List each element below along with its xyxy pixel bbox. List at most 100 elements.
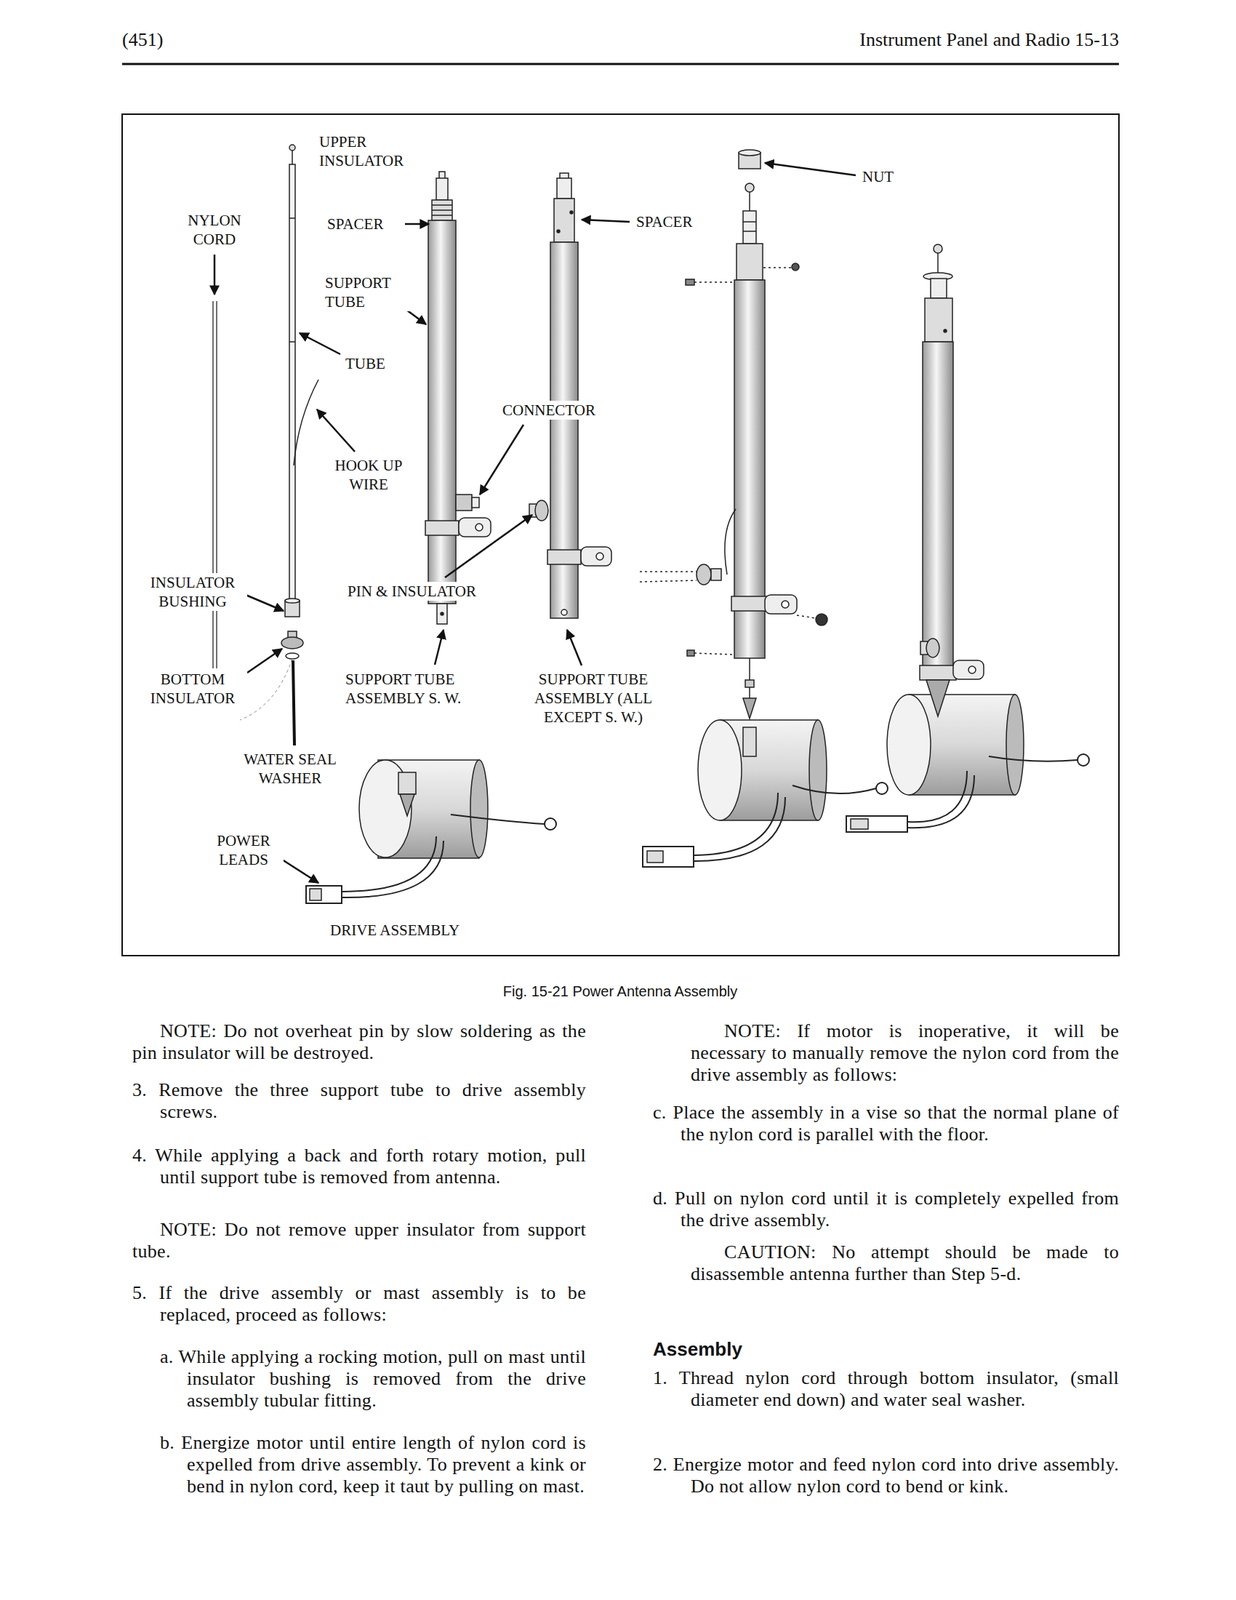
part-label: PIN & INSULATOR — [345, 581, 513, 601]
mast — [281, 636, 304, 649]
drive-assembly — [398, 772, 416, 794]
leader-line — [401, 223, 429, 226]
part-label: INSULATOR BUSHING — [138, 572, 248, 611]
drive-assembly — [399, 793, 415, 816]
part-label: NUT — [860, 167, 919, 187]
part-label: SPACER — [324, 214, 405, 234]
mast — [285, 652, 299, 659]
leader-line — [214, 162, 856, 883]
support-tube-sw — [431, 214, 453, 216]
support-tube — [556, 229, 560, 233]
leader-line — [247, 648, 283, 673]
step-text: 1. Thread nylon cord through bottom insu… — [652, 1366, 1119, 1411]
antenna-exploded — [687, 649, 695, 656]
drive-assembly — [341, 836, 437, 892]
support-tube-sw — [425, 171, 491, 624]
antenna-assembled — [1006, 694, 1024, 795]
part-label: SUPPORT TUBE — [322, 273, 418, 312]
support-tube-sw — [440, 612, 444, 616]
antenna-exploded — [711, 568, 722, 581]
antenna-exploded — [743, 221, 757, 223]
support-tube-sw — [425, 520, 459, 536]
antenna-exploded — [791, 263, 800, 271]
antenna-exploded — [697, 719, 742, 821]
leader-line — [444, 514, 533, 578]
antenna-exploded — [724, 508, 736, 575]
support-tube — [535, 500, 549, 521]
support-tube — [570, 210, 573, 214]
mast — [293, 379, 319, 466]
part-label: NYLON CORD — [170, 210, 259, 249]
drive-assembly — [309, 888, 322, 901]
support-tube — [529, 173, 612, 618]
support-tube-sw — [428, 220, 456, 604]
support-tube — [554, 198, 575, 243]
support-tube — [561, 609, 568, 616]
nylon-cord — [212, 301, 214, 669]
part-label: SUPPORT TUBE ASSEMBLY S. W. — [343, 669, 485, 708]
antenna-exploded — [745, 679, 754, 688]
part-label: CONNECTOR — [500, 400, 624, 420]
antenna-assembled — [930, 278, 947, 299]
mast — [289, 217, 296, 219]
part-label: SPACER — [633, 212, 714, 232]
figure-caption: Fig. 15-21 Power Antenna Assembly — [402, 981, 839, 1001]
antenna-assembled — [850, 818, 869, 829]
part-label: POWER LEADS — [203, 831, 284, 869]
figure-frame — [122, 114, 1119, 956]
antenna-exploded — [736, 243, 763, 280]
leader-line — [581, 219, 630, 222]
antenna-exploded — [796, 615, 816, 618]
support-tube-sw — [471, 497, 480, 508]
antenna-exploded — [639, 580, 697, 582]
substep-text: b. Energize motor until entire length of… — [159, 1431, 587, 1498]
mast — [291, 150, 294, 165]
antenna-exploded — [763, 266, 792, 269]
antenna-exploded — [792, 785, 877, 794]
mast — [285, 598, 300, 603]
antenna-exploded — [743, 697, 757, 719]
antenna-exploded — [694, 652, 733, 655]
antenna-exploded — [743, 230, 757, 232]
antenna-assembled — [953, 660, 984, 680]
antenna-exploded — [685, 279, 695, 286]
antenna-exploded — [781, 600, 789, 608]
part-label: DRIVE ASSEMBLY — [327, 920, 517, 940]
antenna-assembled — [937, 253, 939, 273]
antenna-assembled — [943, 329, 947, 333]
nylon-cord — [215, 301, 217, 669]
support-tube-sw — [431, 204, 453, 206]
antenna-exploded — [809, 719, 827, 821]
mast — [289, 340, 296, 343]
antenna-assembled — [919, 665, 957, 680]
page-number: (451) — [122, 29, 163, 51]
antenna-exploded — [745, 183, 754, 192]
support-tube-sw — [475, 523, 483, 531]
antenna-exploded — [642, 846, 694, 867]
support-tube-sw — [455, 494, 472, 511]
antenna-assembled — [924, 298, 953, 342]
substep-text: c. Place the assembly in a vise so that … — [652, 1101, 1119, 1146]
antenna-exploded — [647, 850, 664, 863]
part-label: TUBE — [343, 354, 402, 373]
antenna-assembled — [926, 679, 950, 717]
antenna-assembled — [887, 694, 931, 795]
header-rule — [122, 63, 1119, 65]
part-label: WATER SEAL WASHER — [224, 749, 356, 788]
support-tube-sw — [458, 517, 491, 537]
drive-assembly — [341, 840, 444, 898]
drive-assembly — [450, 814, 545, 824]
antenna-exploded — [693, 796, 786, 861]
support-tube — [596, 552, 604, 560]
antenna-assembled — [968, 665, 976, 674]
note-text: NOTE: If motor is inoperative, it will b… — [690, 1020, 1119, 1086]
antenna-assembled — [1077, 753, 1090, 766]
part-label: UPPER INSULATOR — [316, 132, 427, 171]
antenna-assembled — [922, 341, 954, 669]
substep-text: a. While applying a rocking motion, pull… — [159, 1345, 587, 1412]
antenna-exploded — [764, 594, 797, 614]
antenna-exploded — [748, 191, 751, 211]
mast — [239, 658, 293, 720]
antenna-assembled — [988, 756, 1078, 762]
leader-line — [434, 629, 444, 665]
